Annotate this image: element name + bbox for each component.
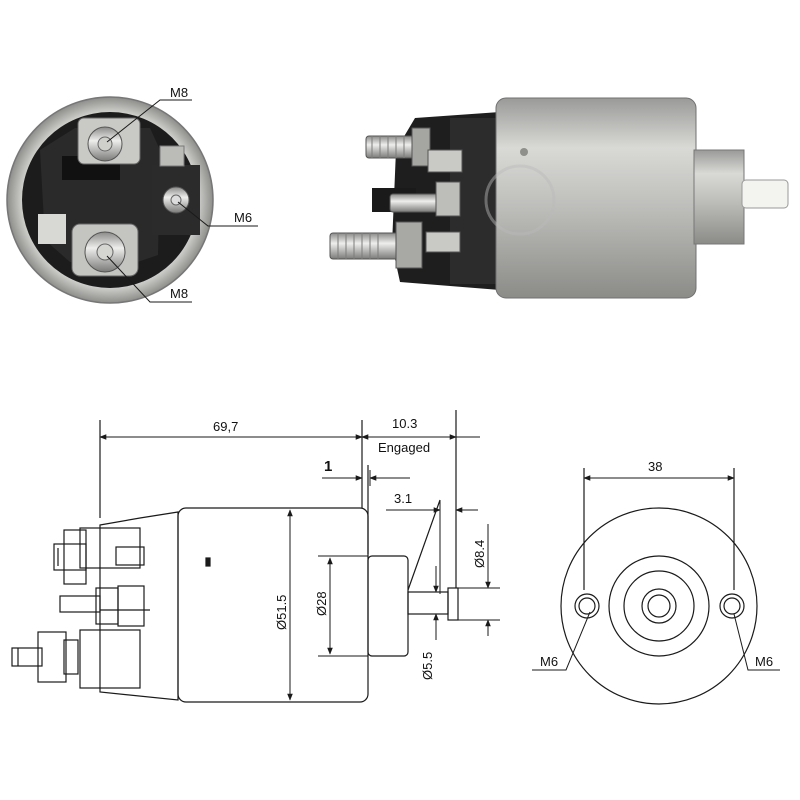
plunger xyxy=(693,149,745,245)
dim-plunger-tip: 3.1 xyxy=(386,491,478,594)
dim-housing-diameter-value: Ø28 xyxy=(314,591,329,616)
dim-mount-spacing-value: 38 xyxy=(648,459,662,474)
dim-rod-diameter: Ø5.5 xyxy=(420,566,439,680)
dim-overall-length: 69,7 xyxy=(99,419,363,440)
label-right-mount: M6 xyxy=(733,613,780,671)
dim-body-diameter: Ø51.5 xyxy=(274,509,293,701)
drawing-plunger-housing xyxy=(367,555,409,657)
dim-rod-diameter-value: Ø5.5 xyxy=(420,652,435,680)
dim-gap-value: 1 xyxy=(324,458,332,475)
label-left-m6: M6 xyxy=(540,654,558,669)
dim-tip-diameter: Ø8.4 xyxy=(458,524,500,636)
dim-body-diameter-value: Ø51.5 xyxy=(274,595,289,630)
dim-engaged-note: Engaged xyxy=(378,440,430,455)
drawing-terminal-block xyxy=(99,511,179,701)
bottom-m8-terminal xyxy=(71,223,139,277)
dim-gap: 1 xyxy=(322,458,410,486)
label-right-m6: M6 xyxy=(755,654,773,669)
side-view-photo xyxy=(329,97,789,299)
label-side-m6: M6 xyxy=(234,210,252,225)
front-view-drawing xyxy=(560,468,758,705)
end-view-photo: M8 M6 M8 xyxy=(6,85,258,304)
label-bottom-m8: M8 xyxy=(170,286,188,301)
dim-overall-length-value: 69,7 xyxy=(213,419,238,434)
drawing-body xyxy=(177,507,369,703)
label-top-m8: M8 xyxy=(170,85,188,100)
dim-tip-diameter-value: Ø8.4 xyxy=(472,540,487,568)
label-left-mount: M6 xyxy=(532,611,591,671)
dim-mount-spacing: 38 xyxy=(583,459,735,481)
steel-body xyxy=(495,97,697,299)
dim-housing-diameter: Ø28 xyxy=(314,555,368,657)
top-stud xyxy=(365,127,463,173)
dim-plunger-tip-value: 3.1 xyxy=(394,491,412,506)
middle-stud xyxy=(372,181,461,217)
dim-engaged-travel: 10.3 Engaged xyxy=(361,416,480,455)
front-outer-circle xyxy=(560,507,758,705)
right-mount-hole xyxy=(719,593,745,619)
dim-engaged-travel-value: 10.3 xyxy=(392,416,417,431)
bottom-stud xyxy=(329,221,461,269)
side-m6-terminal xyxy=(152,145,200,235)
